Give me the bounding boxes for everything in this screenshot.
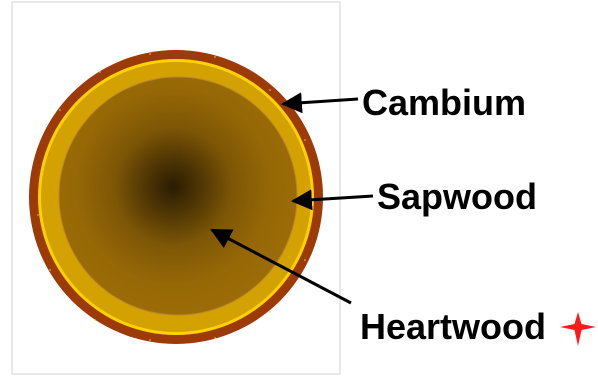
heartwood-disk [59,77,297,315]
sparkle-icon [560,312,596,346]
cambium-label: Cambium [362,83,526,123]
sapwood-label: Sapwood [377,177,537,217]
heartwood-label: Heartwood [360,307,546,347]
